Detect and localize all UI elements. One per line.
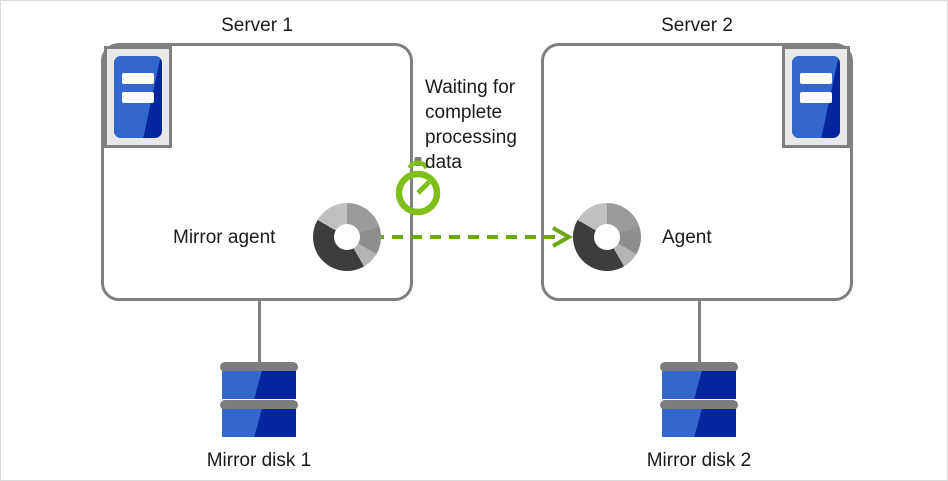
disk-bar-top [660,362,738,372]
agent-donut-icon [573,203,641,271]
disk-body-top [222,371,296,399]
server-icon [104,46,172,148]
server-icon-bar-top [800,73,832,84]
disk-icon [660,362,738,440]
agent-label: Agent [662,227,712,248]
server-icon-chip [114,56,162,138]
server-icon-bar-bottom [122,92,154,103]
mirror-agent-label: Mirror agent [173,227,276,248]
server-icon-chip [792,56,840,138]
disk-body-bottom [222,409,296,437]
stopwatch-icon [395,157,441,216]
server-2-title: Server 2 [661,15,733,36]
disk-body-bottom [662,409,736,437]
waiting-caption: Waiting for complete processing data [425,77,517,173]
mirror-disk-2-label: Mirror disk 2 [646,450,752,471]
stopwatch-hand [416,180,431,195]
replication-flow-arrow [373,226,573,248]
mirror-disk-1-label: Mirror disk 1 [206,450,312,471]
disk-bar-top [220,362,298,372]
server-icon-bar-bottom [800,92,832,103]
agent-donut-icon [313,203,381,271]
server-icon-bar-top [122,73,154,84]
server-icon [782,46,850,148]
stopwatch-bail [407,160,429,170]
server-1-disk-connector [258,300,261,362]
server-1-title: Server 1 [221,15,293,36]
disk-bar-bottom [660,400,738,410]
disk-icon [220,362,298,440]
disk-bar-bottom [220,400,298,410]
server-2-disk-connector [698,300,701,362]
arrow-head [552,226,573,248]
disk-body-top [662,371,736,399]
stopwatch-bezel [395,170,441,216]
